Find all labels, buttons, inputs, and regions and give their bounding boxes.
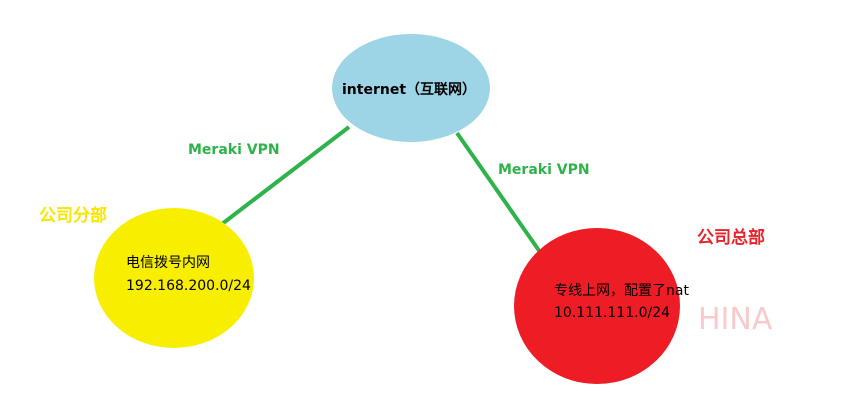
vpn-label-right: Meraki VPN <box>498 162 590 178</box>
hq-node <box>514 228 680 384</box>
branch-subnet: 192.168.200.0/24 <box>126 278 251 294</box>
vpn-label-left: Meraki VPN <box>188 142 280 158</box>
hq-network-desc: 专线上网，配置了nat <box>554 283 689 299</box>
branch-network-desc: 电信拨号内网 <box>126 255 210 271</box>
hq-title: 公司总部 <box>697 228 765 248</box>
internet-node <box>332 34 490 142</box>
vpn-link-branch <box>220 125 351 226</box>
internet-label: internet（互联网） <box>342 82 477 98</box>
hq-subnet: 10.111.111.0/24 <box>554 305 671 321</box>
branch-title: 公司分部 <box>39 206 107 226</box>
watermark-text: HINA <box>698 302 773 337</box>
vpn-link-hq <box>455 131 542 254</box>
branch-node <box>94 208 254 348</box>
